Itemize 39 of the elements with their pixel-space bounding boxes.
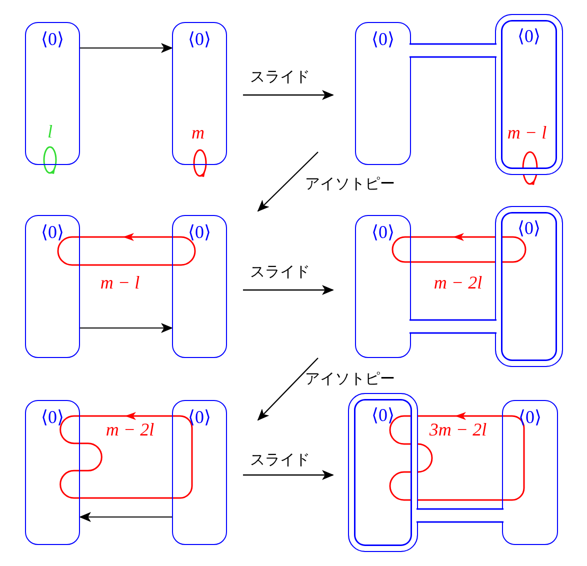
- framing-label: ⟨0⟩: [370, 221, 396, 243]
- framing-label: ⟨0⟩: [370, 28, 396, 50]
- curve-label: m − 2l: [106, 420, 154, 440]
- handle-box: [25, 215, 80, 358]
- framing-label: ⟨0⟩: [187, 406, 212, 428]
- handle-box: [502, 400, 558, 545]
- framing-label: ⟨0⟩: [518, 406, 542, 428]
- framing-label: ⟨0⟩: [516, 25, 542, 47]
- curve-label: m − l: [100, 272, 140, 294]
- framing-label: ⟨0⟩: [40, 28, 65, 50]
- move-label: スライド: [250, 450, 310, 470]
- arrow: [79, 512, 172, 522]
- framing-label: ⟨0⟩: [187, 28, 212, 50]
- move-label: アイソトピー: [305, 370, 395, 388]
- framing-label: ⟨0⟩: [370, 404, 396, 426]
- move-label: スライド: [250, 262, 310, 282]
- handle-box: [172, 22, 227, 165]
- framing-label: ⟨0⟩: [516, 217, 542, 239]
- move-label: アイソトピー: [305, 174, 395, 194]
- framing-label: ⟨0⟩: [40, 406, 65, 428]
- curve-label: m − l: [507, 122, 547, 144]
- handle-box: [172, 400, 227, 545]
- double-handle-box: [495, 14, 563, 175]
- curve-label: l: [48, 122, 52, 142]
- framing-label: ⟨0⟩: [40, 221, 65, 243]
- arrow: [80, 323, 173, 333]
- handle-box: [25, 22, 80, 165]
- arrow: [80, 43, 173, 53]
- handle-box: [25, 400, 80, 545]
- double-handle-box: [348, 393, 418, 552]
- framing-label: ⟨0⟩: [187, 221, 212, 243]
- curve-label: m − 2l: [434, 272, 482, 294]
- handle-box: [172, 215, 227, 358]
- handle-box: [355, 22, 411, 165]
- curve-label: 3m − 2l: [429, 420, 487, 440]
- curve-label: m: [192, 122, 204, 144]
- handle-box: [355, 215, 411, 358]
- double-handle-box: [495, 206, 563, 367]
- move-label: スライド: [250, 68, 310, 86]
